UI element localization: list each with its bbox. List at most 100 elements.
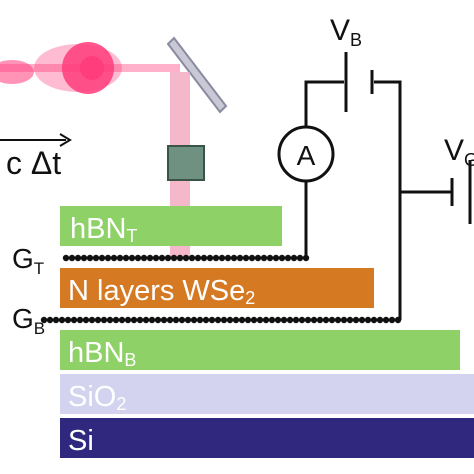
gb-chain-dot: [358, 316, 366, 324]
gb-chain-dot: [82, 316, 90, 324]
gb-chain-dot: [244, 316, 252, 324]
gb-chain-dot: [76, 316, 84, 324]
gt-chain-dot: [230, 254, 238, 262]
gt-chain-dot: [170, 254, 178, 262]
graphene-top-electrode: [62, 254, 310, 262]
gb-chain-dot: [370, 316, 378, 324]
mirror-icon: [166, 36, 228, 114]
gb-chain-dot: [94, 316, 102, 324]
gb-chain-dot: [178, 316, 186, 324]
graphene-bottom-electrode: [40, 316, 402, 324]
ammeter-label: A: [297, 140, 316, 171]
gate-battery-icon: [450, 160, 472, 224]
gt-chain-dot: [194, 254, 202, 262]
gb-chain-dot: [208, 316, 216, 324]
gt-chain-dot: [224, 254, 232, 262]
hbn-bottom-label: hBNB: [68, 337, 136, 370]
gb-chain-dot: [292, 316, 300, 324]
battery-icon: [344, 52, 374, 112]
gt-chain-dot: [200, 254, 208, 262]
gb-chain-dot: [184, 316, 192, 324]
gb-chain-dot: [58, 316, 66, 324]
gb-chain-dot: [262, 316, 270, 324]
gb-chain-dot: [166, 316, 174, 324]
si-layer: [60, 418, 474, 458]
gt-chain-dot: [68, 254, 76, 262]
gb-chain-dot: [46, 316, 54, 324]
gb-chain-dot: [364, 316, 372, 324]
gb-chain-dot: [388, 316, 396, 324]
si-label: Si: [68, 425, 94, 457]
gb-chain-dot: [304, 316, 312, 324]
wse2-layer: [60, 268, 374, 308]
gt-chain-dot: [218, 254, 226, 262]
gt-chain-dot: [266, 254, 274, 262]
gb-chain-dot: [340, 316, 348, 324]
gt-chain-dot: [140, 254, 148, 262]
gt-chain-dot: [122, 254, 130, 262]
objective-lens-icon: [167, 145, 205, 181]
gb-chain-dot: [130, 316, 138, 324]
gb-chain-dot: [250, 316, 258, 324]
gb-chain-dot: [316, 316, 324, 324]
gt-chain-dot: [104, 254, 112, 262]
gt-chain-dot: [128, 254, 136, 262]
gb-chain-dot: [172, 316, 180, 324]
gb-chain-dot: [118, 316, 126, 324]
gt-chain-dot: [248, 254, 256, 262]
gt-chain-dot: [302, 254, 310, 262]
gb-chain-dot: [142, 316, 150, 324]
gb-chain-dot: [220, 316, 228, 324]
gb-chain-dot: [106, 316, 114, 324]
gt-chain-dot: [176, 254, 184, 262]
gb-chain-dot: [274, 316, 282, 324]
gt-chain-dot: [242, 254, 250, 262]
gt-chain-dot: [134, 254, 142, 262]
gt-chain-dot: [206, 254, 214, 262]
gb-chain-dot: [256, 316, 264, 324]
gb-chain-dot: [346, 316, 354, 324]
gb-chain-dot: [376, 316, 384, 324]
gt-chain-dot: [62, 254, 70, 262]
laser-pulse-icon: [0, 42, 180, 94]
gb-chain-dot: [160, 316, 168, 324]
circuit-wires: [304, 80, 452, 320]
gb-chain-dot: [112, 316, 120, 324]
gt-chain-dot: [296, 254, 304, 262]
gb-chain-dot: [136, 316, 144, 324]
gt-chain-dot: [158, 254, 166, 262]
gt-chain-dot: [164, 254, 172, 262]
gt-chain-dot: [212, 254, 220, 262]
gt-chain-dot: [110, 254, 118, 262]
gb-chain-dot: [286, 316, 294, 324]
gt-chain-dot: [152, 254, 160, 262]
gt-chain-dot: [116, 254, 124, 262]
hbn-top-layer: [60, 206, 282, 246]
gt-chain-dot: [260, 254, 268, 262]
gb-chain-dot: [214, 316, 222, 324]
gt-chain-dot: [278, 254, 286, 262]
vb-label: VB: [330, 14, 362, 50]
gb-chain-dot: [154, 316, 162, 324]
wse2-label: N layers WSe2: [68, 275, 255, 308]
sio2-layer: [60, 374, 474, 414]
gb-chain-dot: [70, 316, 78, 324]
gt-chain-dot: [74, 254, 82, 262]
gt-chain-dot: [272, 254, 280, 262]
delay-label: c Δt: [6, 145, 61, 181]
gb-chain-dot: [310, 316, 318, 324]
gt-chain-dot: [236, 254, 244, 262]
vg-label: VG: [444, 134, 474, 170]
gb-chain-dot: [352, 316, 360, 324]
gt-chain-dot: [188, 254, 196, 262]
hbn-bottom-layer: [60, 330, 460, 370]
sio2-label: SiO2: [68, 381, 126, 414]
delay-arrow: [0, 133, 72, 147]
gt-chain-dot: [80, 254, 88, 262]
gt-chain-dot: [290, 254, 298, 262]
gt-chain-dot: [146, 254, 154, 262]
gb-chain-dot: [226, 316, 234, 324]
gt-chain-dot: [92, 254, 100, 262]
gb-chain-dot: [238, 316, 246, 324]
